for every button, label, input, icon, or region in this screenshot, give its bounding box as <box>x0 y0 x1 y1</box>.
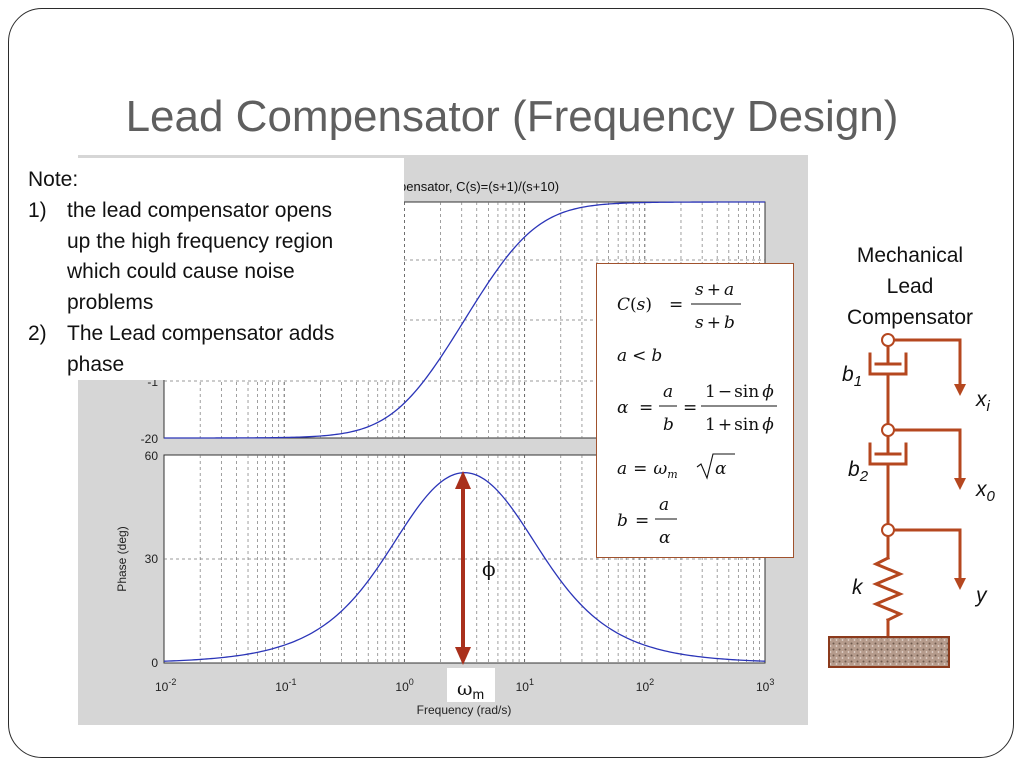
x-tick-label: 102 <box>636 677 654 694</box>
equation-transfer-function: C(s) = s+a s+b <box>617 280 741 333</box>
note-item-1-line-1: the lead compensator opens <box>67 199 333 222</box>
label-b2: b2 <box>848 458 869 485</box>
note-item-1-number: 1) <box>28 199 47 222</box>
svg-text:=: = <box>639 398 653 418</box>
bode-title: pensator, C(s)=(s+1)/(s+10) <box>399 179 559 194</box>
note-item-2: The Lead compensator adds phase <box>67 319 403 380</box>
svg-text:C(s): C(s) <box>617 295 652 315</box>
svg-text:a=ωm: a=ωm <box>617 459 678 481</box>
phase-tick-30: 30 <box>145 552 159 566</box>
phase-tick-0: 0 <box>151 656 158 670</box>
note-heading: Note: <box>28 168 79 191</box>
label-x0: x0 <box>975 478 996 505</box>
omega-symbol: ω <box>457 678 473 700</box>
note-item-2-line-1: The Lead compensator adds <box>67 322 335 345</box>
svg-text:=: = <box>683 398 697 418</box>
note-item-1-line-2: up the high frequency region <box>67 229 334 253</box>
svg-text:=: = <box>669 295 683 315</box>
note-item-2-number: 2) <box>28 322 47 345</box>
mechanical-title: Mechanical Lead Compensator <box>820 240 1000 333</box>
note-item-1-line-4: problems <box>67 290 154 314</box>
phase-ylabel: Phase (deg) <box>115 526 129 591</box>
x-tick-label: 103 <box>756 677 774 694</box>
arrow-xi <box>892 338 962 386</box>
x-axis-label: Frequency (rad/s) <box>417 703 512 717</box>
omega-m-label: ωm <box>457 678 484 702</box>
node-bottom <box>881 523 895 537</box>
omega-subscript: m <box>473 686 485 702</box>
svg-text:s+b: s+b <box>695 313 735 333</box>
phi-label: ϕ <box>482 557 496 581</box>
label-y: y <box>974 584 988 607</box>
damper-b1 <box>868 352 908 432</box>
damper-b2 <box>868 442 908 526</box>
x-tick-label: 10-2 <box>155 677 176 694</box>
x-tick-labels: 10-2 10-1 100 101 102 103 <box>155 677 774 694</box>
omega-label-box <box>447 668 495 702</box>
svg-text:b: b <box>617 511 628 531</box>
label-b1: b1 <box>842 363 862 390</box>
x-tick-label: 101 <box>516 677 534 694</box>
phase-grid <box>164 455 765 663</box>
phase-curve <box>163 472 766 662</box>
svg-text:=: = <box>635 511 649 531</box>
note-item-1: the lead compensator opens up the high f… <box>67 196 403 318</box>
mag-tick-bottom: -20 <box>141 432 159 446</box>
note-item-1-line-3: which could cause noise <box>67 260 295 283</box>
equation-a-omega: a=ωm α <box>617 453 735 481</box>
phase-tick-60: 60 <box>145 449 159 463</box>
arrow-y <box>892 528 962 580</box>
svg-text:α: α <box>617 398 629 418</box>
label-k: k <box>852 576 864 599</box>
arrow-x0 <box>892 428 962 480</box>
svg-text:a: a <box>663 382 673 402</box>
x-tick-label: 100 <box>395 677 413 694</box>
slide-title: Lead Compensator (Frequency Design) <box>125 92 899 141</box>
note-box: Note: 1) the lead compensator opens up t… <box>12 158 404 380</box>
mechanical-title-line-3: Compensator <box>846 306 974 329</box>
svg-text:b: b <box>663 415 674 435</box>
spring-k <box>872 534 904 638</box>
equation-a-less-b: a<b <box>617 346 662 366</box>
ground-block <box>828 636 950 668</box>
svg-text:α: α <box>659 528 671 548</box>
label-xi: xi <box>975 388 991 415</box>
magnitude-curve <box>164 201 765 439</box>
equation-b-alpha: b = a α <box>617 495 677 548</box>
node-top <box>881 333 895 347</box>
mechanical-title-line-1: Mechanical <box>856 244 964 267</box>
node-middle <box>881 423 895 437</box>
svg-text:a: a <box>659 495 669 515</box>
svg-text:s+a: s+a <box>695 280 734 300</box>
note-item-2-line-2: phase <box>67 352 125 376</box>
x-tick-label: 10-1 <box>275 677 296 694</box>
mechanical-title-line-2: Lead <box>886 275 934 298</box>
svg-text:a<b: a<b <box>617 346 662 366</box>
mechanical-compensator: Mechanical Lead Compensator <box>820 240 1000 680</box>
svg-text:α: α <box>715 459 727 479</box>
mag-tick-partial: -1 <box>147 375 158 389</box>
phi-arrow <box>455 471 471 665</box>
